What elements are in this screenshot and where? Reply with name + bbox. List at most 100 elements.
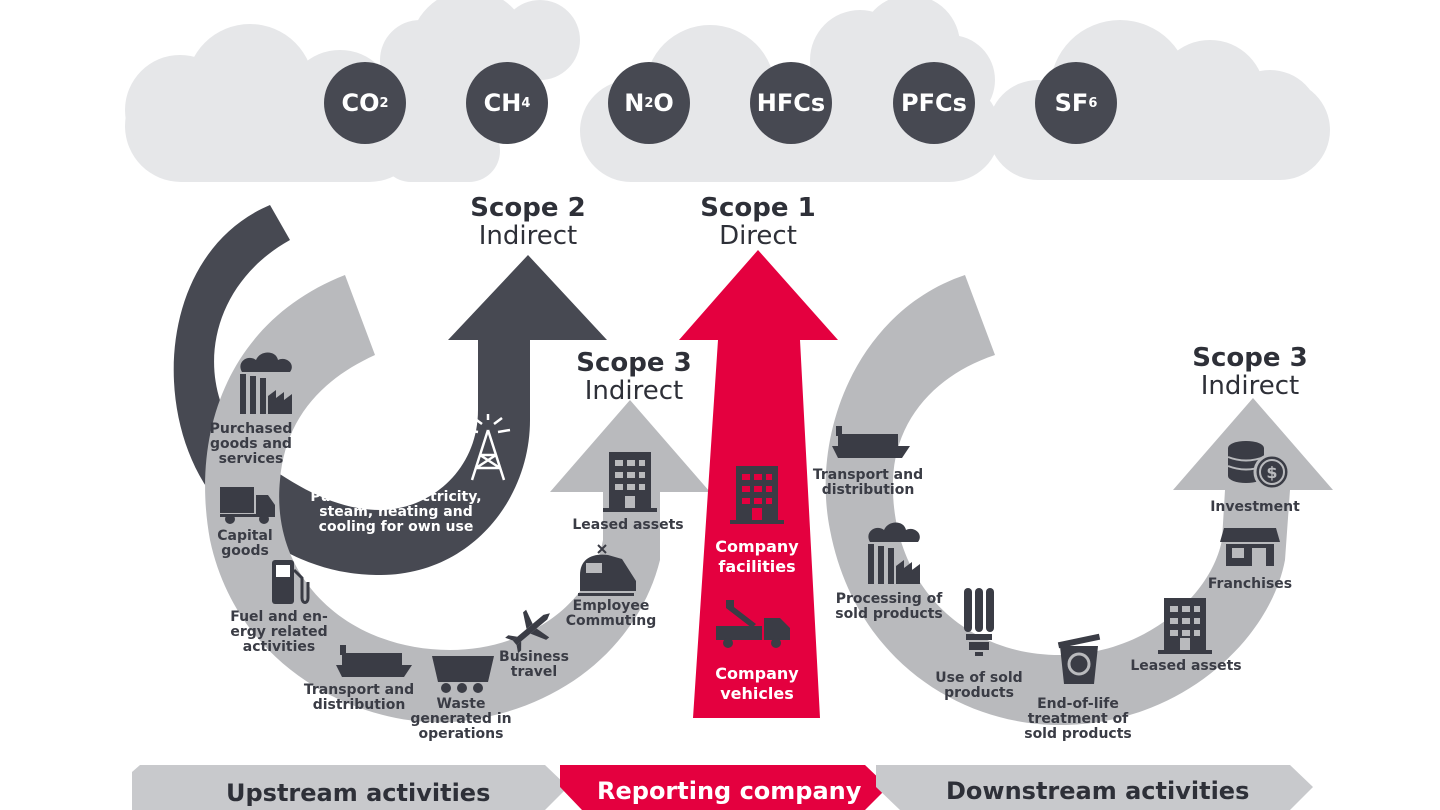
coins-icon: $ bbox=[1227, 441, 1291, 491]
purchased-goods-line3: services bbox=[218, 451, 284, 467]
transmission-tower-icon bbox=[465, 414, 511, 481]
capital-goods-line1: Capital bbox=[217, 528, 273, 544]
fuel-energy-line3: activities bbox=[242, 639, 316, 655]
gas-n2o-sub: 2 bbox=[644, 95, 654, 111]
company-building-icon bbox=[730, 466, 784, 524]
scope1-title: Scope 1 bbox=[700, 193, 816, 223]
upstream-transport-label: Transport and distribution bbox=[294, 683, 424, 713]
reporting-bar-shape bbox=[560, 765, 888, 810]
company-vehicles-label: Company vehicles bbox=[697, 664, 817, 704]
scope3-upstream-heading: Scope 3 Indirect bbox=[554, 349, 714, 405]
end-of-life-line2: treatment of bbox=[1027, 711, 1129, 727]
scope2-title: Scope 2 bbox=[470, 193, 586, 223]
factory-icon bbox=[868, 522, 920, 584]
processing-line1: Processing of bbox=[835, 591, 943, 607]
processing-line2: sold products bbox=[835, 606, 943, 622]
office-building-icon bbox=[603, 452, 657, 512]
scope3-downstream-subtitle: Indirect bbox=[1200, 371, 1300, 401]
capital-goods-line2: goods bbox=[221, 543, 269, 559]
company-vehicles-line1: Company bbox=[715, 664, 799, 683]
gas-hfcs-circle: HFCs bbox=[750, 62, 832, 144]
factory-icon bbox=[240, 352, 292, 414]
upstream-leased-assets-line1: Leased assets bbox=[572, 517, 684, 533]
waste-line1: Waste bbox=[436, 696, 486, 712]
purchased-electricity-line2: steam, heating and bbox=[319, 504, 473, 520]
gas-pfcs-main: PFCs bbox=[901, 89, 967, 117]
gas-n2o-after: O bbox=[653, 89, 674, 117]
waste-label: Waste generated in operations bbox=[401, 697, 521, 742]
business-travel-line2: travel bbox=[510, 664, 558, 680]
gas-co2-sub: 2 bbox=[379, 95, 389, 111]
waste-line3: operations bbox=[418, 726, 504, 742]
gas-sf6-main: SF bbox=[1054, 89, 1089, 117]
fuel-energy-line1: Fuel and en- bbox=[230, 609, 328, 625]
gas-n2o-main: N bbox=[624, 89, 645, 117]
purchased-electricity-line1: Purchased electricity, bbox=[310, 489, 482, 505]
light-bulb-icon bbox=[964, 588, 994, 656]
fuel-pump-icon bbox=[272, 560, 310, 604]
scope3-downstream-arrow bbox=[825, 275, 1333, 725]
employee-commuting-label: Employee Commuting bbox=[556, 599, 666, 629]
end-of-life-label: End-of-life treatment of sold products bbox=[1013, 697, 1143, 742]
use-line2: products bbox=[944, 685, 1014, 701]
use-of-sold-products-label: Use of sold products bbox=[924, 671, 1034, 701]
gas-hfcs-main: HFCs bbox=[756, 89, 826, 117]
scope2-subtitle: Indirect bbox=[478, 221, 578, 251]
airplane-icon bbox=[505, 609, 550, 654]
crane-truck-icon bbox=[716, 600, 790, 648]
end-of-life-line3: sold products bbox=[1024, 726, 1132, 742]
scope3-downstream-title: Scope 3 bbox=[1192, 343, 1308, 373]
waste-line2: generated in bbox=[410, 711, 512, 727]
office-building-icon bbox=[1158, 598, 1212, 654]
scope2-arrow bbox=[173, 205, 607, 575]
franchises-line1: Franchises bbox=[1207, 576, 1293, 592]
purchased-electricity-label: Purchased electricity, steam, heating an… bbox=[306, 490, 486, 535]
processing-label: Processing of sold products bbox=[824, 592, 954, 622]
company-facilities-label: Company facilities bbox=[697, 537, 817, 577]
downstream-transport-line1: Transport and bbox=[812, 467, 924, 483]
employee-commuting-line1: Employee bbox=[572, 598, 650, 614]
recycle-bin-icon bbox=[1057, 633, 1101, 684]
gas-ch4-sub: 4 bbox=[521, 95, 531, 111]
scope3-upstream-title: Scope 3 bbox=[576, 348, 692, 378]
purchased-goods-line1: Purchased bbox=[209, 421, 293, 437]
gas-ch4-main: CH bbox=[483, 89, 522, 117]
gas-pfcs-circle: PFCs bbox=[893, 62, 975, 144]
scope1-heading: Scope 1 Direct bbox=[678, 194, 838, 250]
company-facilities-line2: facilities bbox=[718, 557, 796, 576]
gas-sf6-sub: 6 bbox=[1088, 95, 1098, 111]
gas-co2-main: CO bbox=[341, 89, 380, 117]
scope2-heading: Scope 2 Indirect bbox=[448, 194, 608, 250]
scope3-upstream-subtitle: Indirect bbox=[584, 376, 684, 406]
company-vehicles-line2: vehicles bbox=[720, 684, 794, 703]
scope3-downstream-heading: Scope 3 Indirect bbox=[1170, 344, 1330, 400]
investment-label: Investment bbox=[1200, 500, 1310, 515]
scope1-subtitle: Direct bbox=[719, 221, 797, 251]
business-travel-label: Business travel bbox=[489, 650, 579, 680]
fuel-energy-line2: ergy related bbox=[230, 624, 328, 640]
ship-icon bbox=[336, 645, 412, 677]
business-travel-line1: Business bbox=[499, 649, 569, 665]
upstream-leased-assets-label: Leased assets bbox=[568, 518, 688, 533]
purchased-electricity-line3: cooling for own use bbox=[318, 519, 474, 535]
upstream-transport-line1: Transport and bbox=[303, 682, 415, 698]
scope3-upstream-arrow bbox=[205, 275, 710, 723]
downstream-leased-assets-label: Leased assets bbox=[1126, 659, 1246, 674]
upstream-transport-line2: distribution bbox=[312, 697, 406, 713]
downstream-transport-label: Transport and distribution bbox=[803, 468, 933, 498]
upstream-activities-label: Upstream activities bbox=[226, 779, 491, 807]
downstream-activities-label: Downstream activities bbox=[946, 777, 1250, 805]
truck-icon bbox=[220, 487, 275, 524]
downstream-transport-line2: distribution bbox=[821, 482, 915, 498]
upstream-bar-shape bbox=[132, 765, 568, 810]
fuel-energy-label: Fuel and en- ergy related activities bbox=[219, 610, 339, 655]
purchased-goods-line2: goods and bbox=[210, 436, 292, 452]
downstream-leased-assets-line1: Leased assets bbox=[1130, 658, 1242, 674]
svg-text:$: $ bbox=[1266, 463, 1277, 482]
clouds bbox=[125, 0, 1330, 182]
employee-commuting-line2: Commuting bbox=[565, 613, 657, 629]
